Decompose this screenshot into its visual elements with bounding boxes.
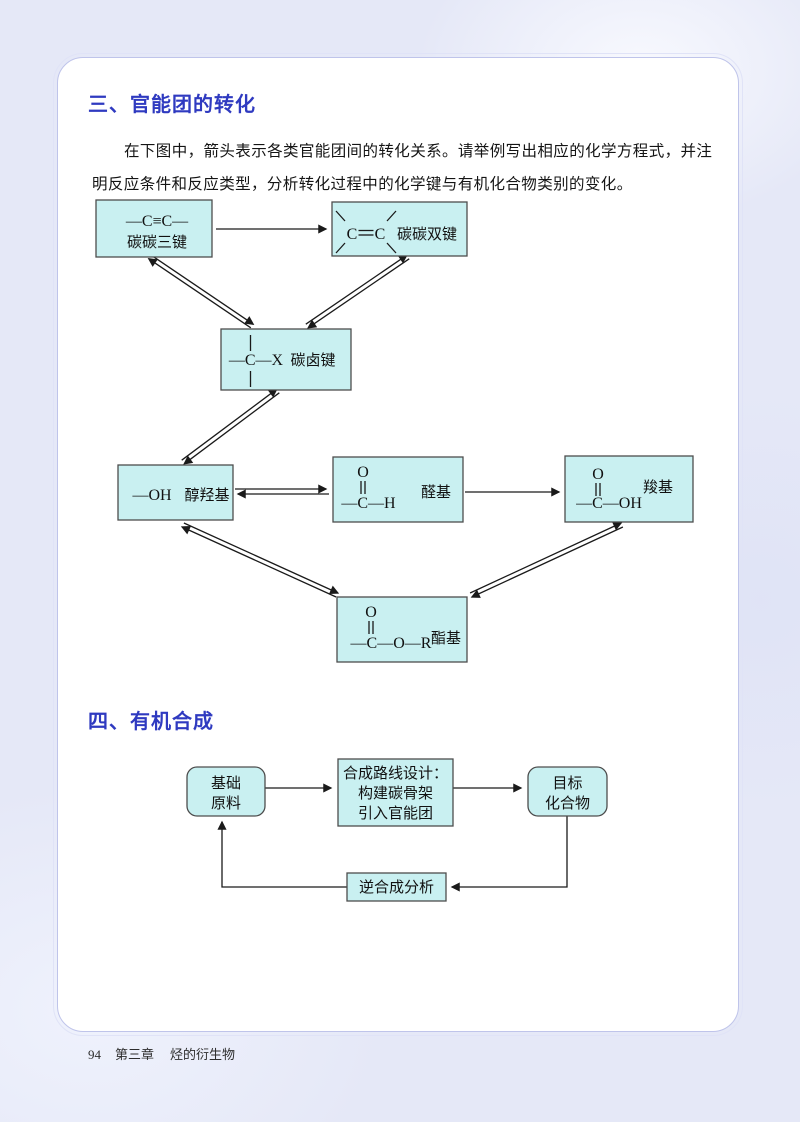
carboxyl-label: 羧基 (643, 478, 673, 496)
arrow-pair-hydroxyl-ester (180, 522, 340, 598)
section3-heading: 三、官能团的转化 (88, 94, 256, 116)
target-compound-line2: 化合物 (545, 795, 590, 812)
halide-label: 碳卤键 (290, 352, 335, 369)
arrow-retro-to-base (217, 820, 347, 888)
box-retrosynthesis: 逆合成分析 (346, 872, 447, 902)
route-design-line2: 构建碳骨架 (358, 785, 433, 802)
box-aldehyde: O —C—H 醛基 (332, 456, 464, 523)
arrow-pair-hydroxyl-aldehyde (235, 484, 329, 499)
section4-heading: 四、有机合成 (88, 711, 214, 733)
retrosynthesis-label: 逆合成分析 (359, 879, 434, 896)
footer-chapter-title: 烃的衍生物 (170, 1047, 236, 1062)
footer-page-number: 94 (88, 1047, 101, 1062)
arrow-pair-triple-halide (147, 254, 255, 329)
arrow-pair-carboxyl-ester (469, 522, 624, 598)
route-design-line1: 合成路线设计： (343, 765, 448, 782)
box-target-compound: 目标 化合物 (527, 766, 608, 817)
triple-bond-formula: —C≡C— (125, 213, 189, 230)
halide-formula: —C—X (228, 352, 284, 369)
box-triple-bond: —C≡C— 碳碳三键 (95, 199, 213, 258)
footer-chapter: 第三章 (115, 1047, 155, 1062)
ester-oxygen: O (365, 604, 377, 621)
arrow-target-to-retro (450, 816, 568, 892)
ester-chain: —C—O—R (350, 635, 432, 652)
box-route-design: 合成路线设计： 构建碳骨架 引入官能团 (337, 758, 454, 827)
box-halide: —C—X 碳卤键 (220, 328, 352, 391)
aldehyde-chain: —C—H (340, 495, 396, 512)
double-bond-label: 碳碳双键 (397, 226, 457, 243)
box-hydroxyl: —OH 醇羟基 (117, 464, 234, 521)
box-double-bond: C C 碳碳双键 (331, 201, 468, 257)
box-ester: O —C—O—R 酯基 (336, 596, 468, 663)
route-design-line3: 引入官能团 (358, 805, 433, 822)
base-material-line2: 原料 (211, 795, 241, 812)
double-bond-atom-left: C (347, 226, 358, 243)
intro-paragraph-line1: 在下图中，箭头表示各类官能团间的转化关系。请举例写出相应的化学方程式，并注 (124, 143, 713, 160)
triple-bond-label: 碳碳三键 (127, 234, 187, 251)
aldehyde-oxygen: O (357, 464, 369, 481)
hydroxyl-formula: —OH (131, 487, 172, 504)
ester-label: 酯基 (431, 630, 461, 647)
arrow-pair-double-halide (305, 254, 410, 329)
hydroxyl-label: 醇羟基 (184, 487, 229, 504)
functional-group-transformation-diagram: —C≡C— 碳碳三键 C C 碳碳双键 —C—X 碳卤键 —OH 醇羟基 O —… (95, 199, 694, 663)
arrow-pair-halide-hydroxyl (181, 388, 280, 465)
box-base-material: 基础 原料 (186, 766, 266, 817)
double-bond-atom-right: C (375, 226, 386, 243)
organic-synthesis-flow-diagram: 基础 原料 合成路线设计： 构建碳骨架 引入官能团 目标 化合物 逆合成分析 (186, 758, 608, 902)
aldehyde-label: 醛基 (421, 484, 451, 501)
box-carboxyl: O —C—OH 羧基 (564, 455, 694, 523)
intro-paragraph-line2: 明反应条件和反应类型，分析转化过程中的化学键与有机化合物类别的变化。 (92, 176, 633, 193)
carboxyl-oxygen: O (592, 466, 604, 483)
carboxyl-chain: —C—OH (575, 495, 642, 512)
page-footer: 94 第三章 烃的衍生物 (88, 1044, 235, 1063)
base-material-line1: 基础 (211, 775, 241, 792)
target-compound-line1: 目标 (552, 775, 582, 792)
